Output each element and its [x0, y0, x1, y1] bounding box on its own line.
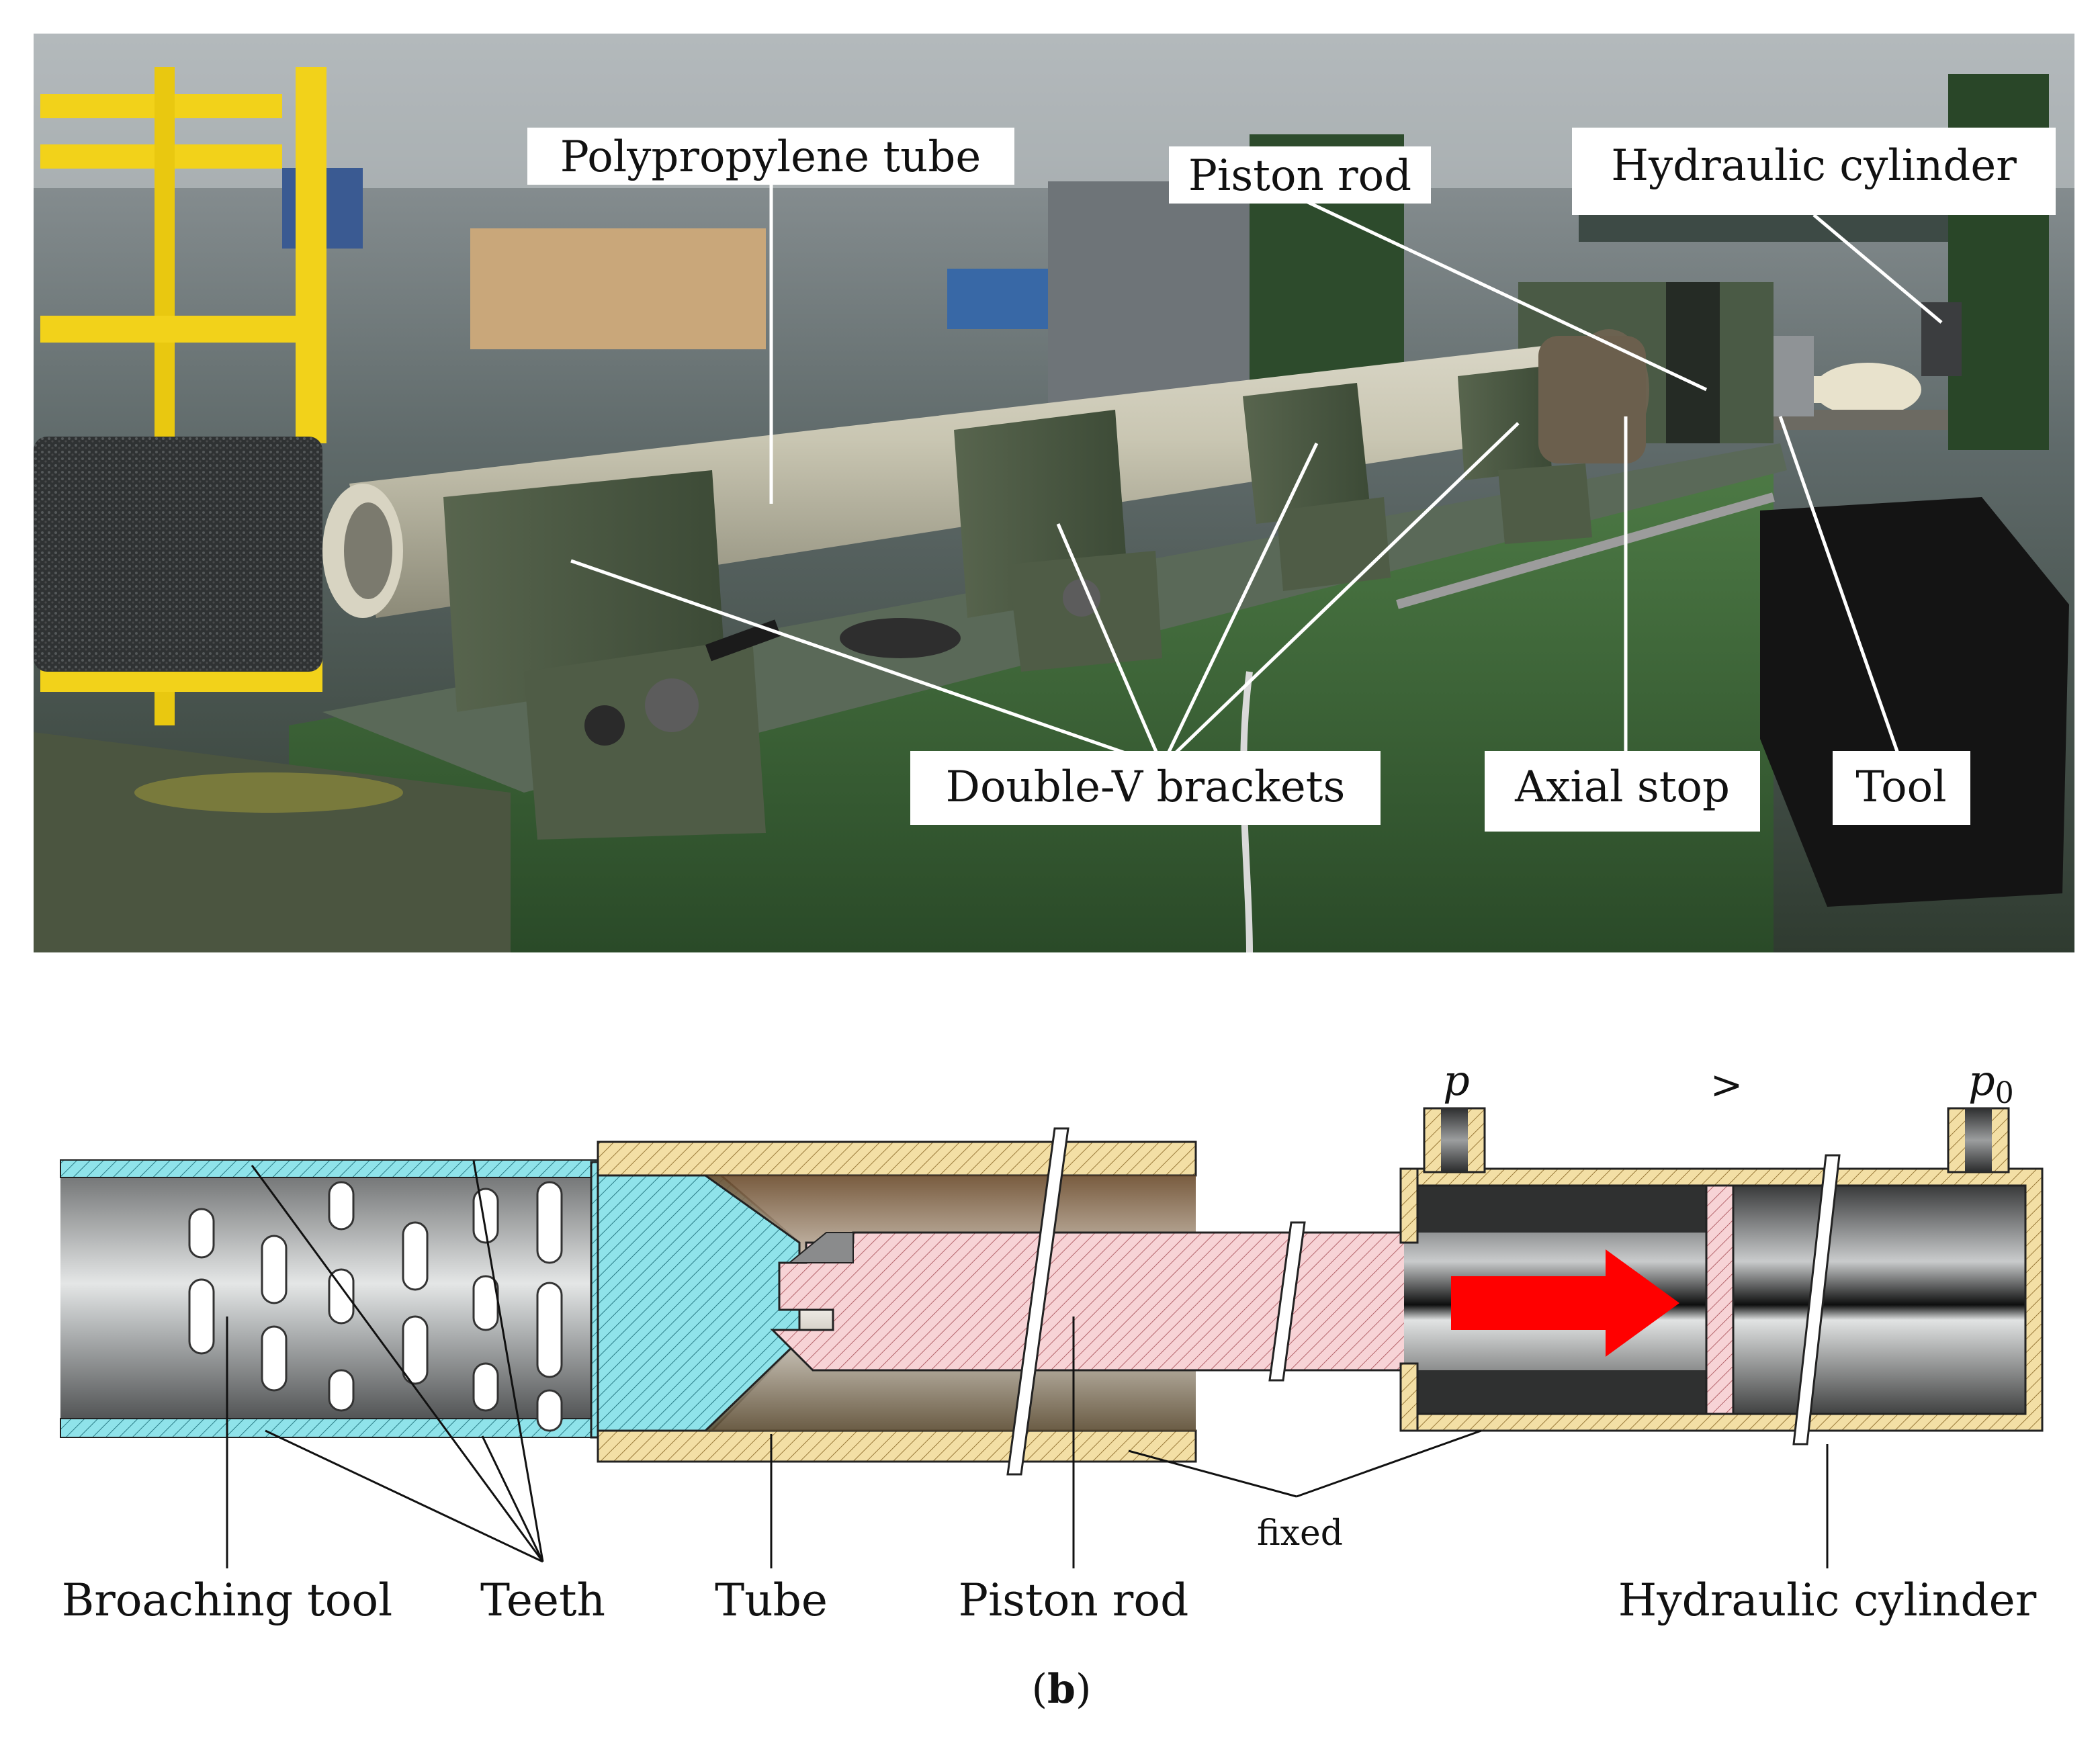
label-greater-than: > — [1710, 1062, 1743, 1108]
force-arrow — [1451, 1249, 1679, 1357]
svg-text:Tool: Tool — [1855, 762, 1946, 812]
label-hydraulic-cylinder-photo: Hydraulic cylinder — [1572, 128, 2056, 215]
hydraulic-cylinder-section — [1399, 1107, 2044, 1432]
svg-text:Piston rod: Piston rod — [1188, 151, 1411, 201]
label-double-v-brackets: Double-V brackets — [910, 751, 1381, 825]
photo-panel: Polypropylene tube Piston rod Hydraulic … — [34, 34, 2074, 953]
svg-text:Hydraulic cylinder: Hydraulic cylinder — [1611, 141, 2017, 191]
photo-leader-lines — [570, 185, 1943, 768]
photo-illustration: Polypropylene tube Piston rod Hydraulic … — [34, 34, 2074, 953]
label-teeth: Teeth — [480, 1574, 605, 1626]
break-marks — [1006, 1127, 1841, 1476]
label-pressure-p0: p0 — [1968, 1056, 2014, 1110]
label-tube: Tube — [715, 1574, 828, 1626]
caption-b: (b) — [1032, 1666, 1092, 1713]
bracket-2 — [954, 410, 1162, 672]
tool-slots — [188, 1181, 563, 1432]
brush-roller — [34, 437, 322, 672]
bracket-1 — [443, 470, 781, 840]
bracket-4 — [1458, 366, 1592, 544]
tool-shape — [1774, 336, 1814, 416]
diagram-leader-lines — [226, 1160, 1829, 1568]
svg-text:Axial stop: Axial stop — [1514, 762, 1730, 812]
svg-text:Polypropylene tube: Polypropylene tube — [560, 132, 981, 182]
bracket-3 — [1243, 383, 1391, 591]
svg-text:Double-V brackets: Double-V brackets — [946, 762, 1346, 812]
label-polypropylene-tube: Polypropylene tube — [527, 128, 1014, 185]
label-axial-stop: Axial stop — [1485, 751, 1760, 832]
label-piston-rod-photo: Piston rod — [1169, 146, 1431, 204]
diagram-panel: Broaching tool Teeth Tube Piston rod fix… — [0, 994, 2100, 1739]
label-piston-rod-diagram: Piston rod — [959, 1574, 1189, 1626]
black-bag — [1760, 497, 2069, 907]
label-tool: Tool — [1833, 751, 1970, 825]
label-broaching-tool: Broaching tool — [62, 1574, 393, 1626]
label-pressure-p: p — [1443, 1056, 1470, 1105]
axial-stop-shape — [1538, 336, 1646, 463]
label-fixed: fixed — [1257, 1513, 1343, 1554]
cross-section-diagram: Broaching tool Teeth Tube Piston rod fix… — [60, 1056, 2044, 1713]
label-hydraulic-cylinder-diagram: Hydraulic cylinder — [1618, 1574, 2037, 1626]
